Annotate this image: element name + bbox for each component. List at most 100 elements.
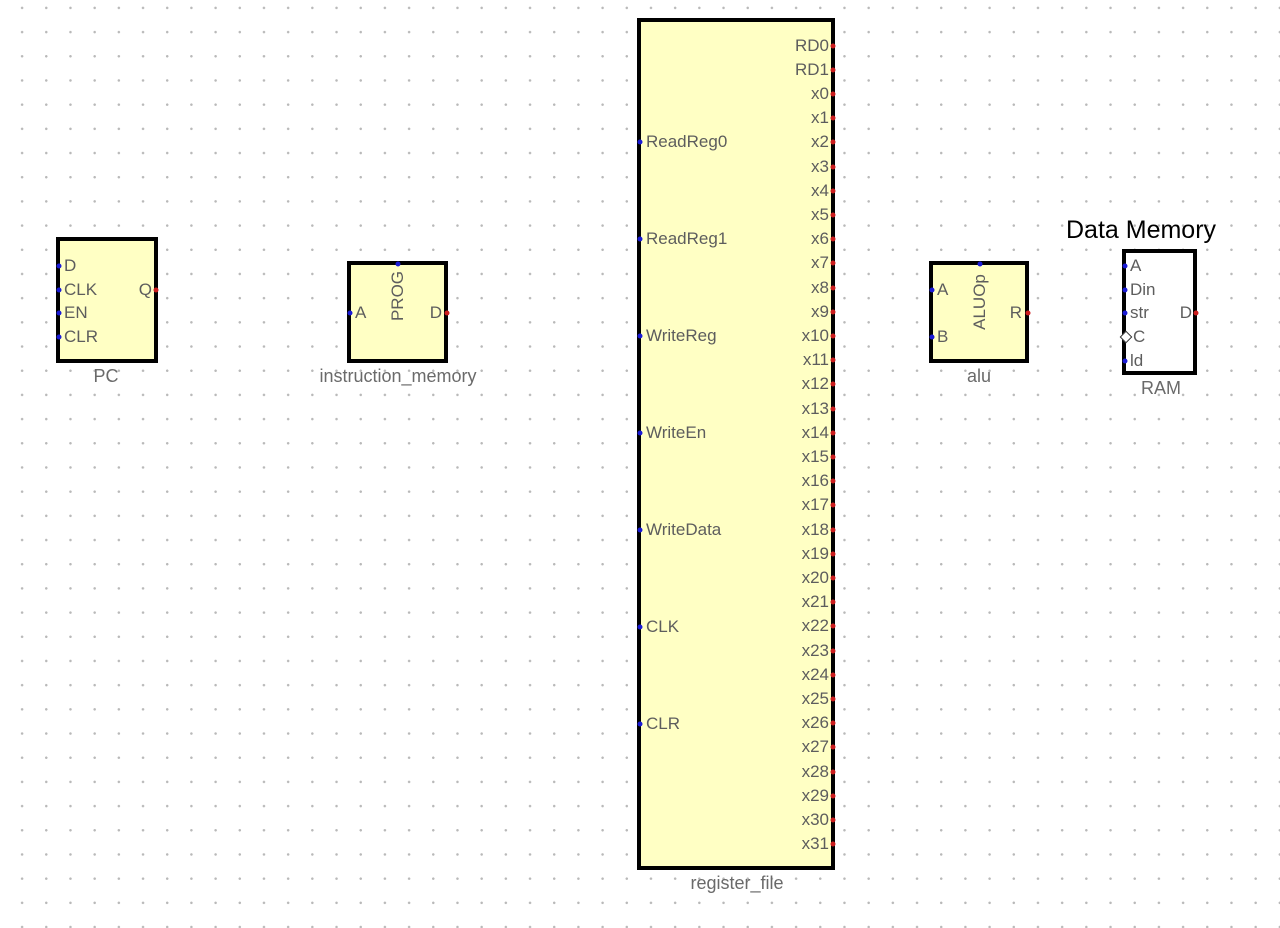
register-file-output-x17-pin[interactable] bbox=[830, 502, 836, 508]
register-file-output-x3-label: x3 bbox=[811, 156, 829, 176]
register-file-output-rd0-pin[interactable] bbox=[830, 43, 836, 48]
pc-input-clk-pin[interactable] bbox=[56, 287, 62, 293]
register-file-output-x25-label: x25 bbox=[801, 688, 829, 708]
register-file-output-rd1-label: RD1 bbox=[794, 59, 829, 79]
instruction-memory-prog-pin[interactable] bbox=[395, 261, 401, 267]
pc-caption: PC bbox=[93, 366, 119, 386]
alu-aluop-pin[interactable] bbox=[977, 261, 983, 267]
register-file-input-clr-pin[interactable] bbox=[637, 721, 643, 727]
register-file-output-x14-pin[interactable] bbox=[830, 430, 836, 436]
ram-input-ld-pin[interactable] bbox=[1122, 358, 1128, 364]
ram-caption: RAM bbox=[1141, 378, 1181, 398]
register-file-output-x28-pin[interactable] bbox=[830, 769, 836, 774]
alu-input-a-pin[interactable] bbox=[929, 287, 935, 293]
pc-output-q-pin[interactable] bbox=[153, 287, 159, 293]
register-file-component[interactable] bbox=[637, 18, 835, 870]
register-file-output-x14-label: x14 bbox=[801, 422, 829, 442]
data-memory-title: Data Memory bbox=[1066, 216, 1217, 244]
register-file-output-x13-pin[interactable] bbox=[830, 406, 836, 411]
ram-input-din-pin[interactable] bbox=[1122, 287, 1128, 293]
register-file-output-x24-pin[interactable] bbox=[830, 672, 836, 678]
register-file-output-x11-label: x11 bbox=[802, 350, 829, 370]
register-file-output-x18-pin[interactable] bbox=[830, 527, 836, 532]
register-file-output-x11-pin[interactable] bbox=[830, 357, 836, 363]
register-file-output-rd1-pin[interactable] bbox=[830, 67, 836, 73]
register-file-output-x27-pin[interactable] bbox=[830, 744, 836, 750]
register-file-output-x19-label: x19 bbox=[801, 543, 829, 563]
register-file-output-x9-label: x9 bbox=[811, 301, 829, 321]
register-file-output-x7-pin[interactable] bbox=[830, 260, 836, 266]
register-file-output-x1-pin[interactable] bbox=[830, 115, 836, 121]
register-file-input-readreg1-label: ReadReg1 bbox=[646, 229, 728, 248]
register-file-output-x9-pin[interactable] bbox=[830, 309, 836, 315]
ram-input-din-label: Din bbox=[1130, 280, 1156, 299]
register-file-output-x6-pin[interactable] bbox=[830, 236, 836, 242]
register-file-output-x22-pin[interactable] bbox=[830, 623, 836, 629]
register-file-output-x5-pin[interactable] bbox=[830, 212, 836, 218]
register-file-output-x5-label: x5 bbox=[811, 204, 829, 224]
register-file-output-x29-pin[interactable] bbox=[830, 793, 836, 799]
ram-input-c-label: C bbox=[1133, 327, 1146, 346]
register-file-output-x15-label: x15 bbox=[801, 446, 829, 466]
register-file-output-x3-pin[interactable] bbox=[830, 164, 836, 169]
ram-input-a-pin[interactable] bbox=[1122, 263, 1128, 269]
register-file-output-x31-pin[interactable] bbox=[830, 841, 836, 847]
register-file-output-x12-label: x12 bbox=[801, 374, 829, 394]
pc-input-en-pin[interactable] bbox=[56, 310, 62, 316]
register-file-output-x2-pin[interactable] bbox=[830, 139, 836, 145]
register-file-output-x25-pin[interactable] bbox=[830, 696, 836, 702]
register-file-input-readreg1-pin[interactable] bbox=[637, 236, 643, 242]
register-file-output-x6-label: x6 bbox=[811, 229, 829, 249]
register-file-output-x8-label: x8 bbox=[811, 277, 829, 297]
register-file-output-x16-pin[interactable] bbox=[830, 478, 836, 484]
register-file-output-x23-pin[interactable] bbox=[830, 648, 836, 653]
register-file-output-x4-pin[interactable] bbox=[830, 188, 836, 194]
alu-caption: alu bbox=[966, 366, 992, 386]
register-file-input-readreg0-pin[interactable] bbox=[637, 139, 643, 145]
instruction-memory-output-d-pin[interactable] bbox=[444, 310, 450, 316]
register-file-input-clk-pin[interactable] bbox=[637, 624, 643, 630]
register-file-output-x10-pin[interactable] bbox=[830, 333, 836, 339]
instruction-memory-output-d-label: D bbox=[429, 303, 442, 322]
ram-input-str-pin[interactable] bbox=[1122, 310, 1128, 316]
register-file-output-x30-pin[interactable] bbox=[830, 817, 836, 823]
register-file-output-x20-label: x20 bbox=[801, 567, 829, 587]
register-file-output-x15-pin[interactable] bbox=[830, 454, 836, 460]
register-file-output-x18-label: x18 bbox=[801, 519, 829, 539]
register-file-output-x21-pin[interactable] bbox=[830, 599, 836, 605]
register-file-output-x0-label: x0 bbox=[811, 83, 829, 103]
register-file-input-clk-label: CLK bbox=[646, 617, 680, 636]
alu-output-r-label: R bbox=[1009, 303, 1022, 322]
ram-output-d-pin[interactable] bbox=[1193, 310, 1199, 316]
register-file-output-x24-label: x24 bbox=[801, 664, 829, 684]
ram-output-d-label: D bbox=[1179, 303, 1192, 322]
pc-input-d-pin[interactable] bbox=[56, 263, 62, 269]
register-file-caption: register_file bbox=[690, 873, 784, 893]
instruction-memory-prog-label: PROG bbox=[388, 270, 407, 322]
register-file-output-x0-pin[interactable] bbox=[830, 91, 836, 97]
register-file-output-x13-label: x13 bbox=[801, 398, 829, 418]
register-file-output-x26-pin[interactable] bbox=[830, 720, 836, 726]
register-file-input-clr-label: CLR bbox=[646, 714, 681, 733]
instruction-memory-input-a-pin[interactable] bbox=[347, 310, 353, 316]
register-file-output-x21-label: x21 bbox=[801, 592, 829, 612]
register-file-input-writedata-pin[interactable] bbox=[637, 527, 643, 533]
alu-input-b-pin[interactable] bbox=[929, 334, 935, 340]
pc-input-en-label: EN bbox=[64, 303, 88, 322]
register-file-input-writereg-pin[interactable] bbox=[637, 333, 643, 339]
register-file-input-writeen-pin[interactable] bbox=[637, 430, 643, 436]
pc-component[interactable] bbox=[56, 237, 158, 363]
register-file-output-x19-pin[interactable] bbox=[830, 551, 836, 557]
register-file-output-x20-pin[interactable] bbox=[830, 575, 836, 581]
instruction-memory-caption: instruction_memory bbox=[319, 366, 477, 386]
pc-input-clr-pin[interactable] bbox=[56, 334, 62, 340]
register-file-output-x31-label: x31 bbox=[801, 834, 829, 854]
pc-input-d-label: D bbox=[64, 256, 77, 275]
alu-output-r-pin[interactable] bbox=[1025, 310, 1031, 316]
register-file-output-x30-label: x30 bbox=[801, 809, 829, 829]
pc-output-q-label: Q bbox=[138, 280, 152, 299]
register-file-output-x8-pin[interactable] bbox=[830, 285, 836, 290]
register-file-output-x12-pin[interactable] bbox=[830, 381, 836, 387]
ram-input-a-label: A bbox=[1130, 256, 1142, 275]
